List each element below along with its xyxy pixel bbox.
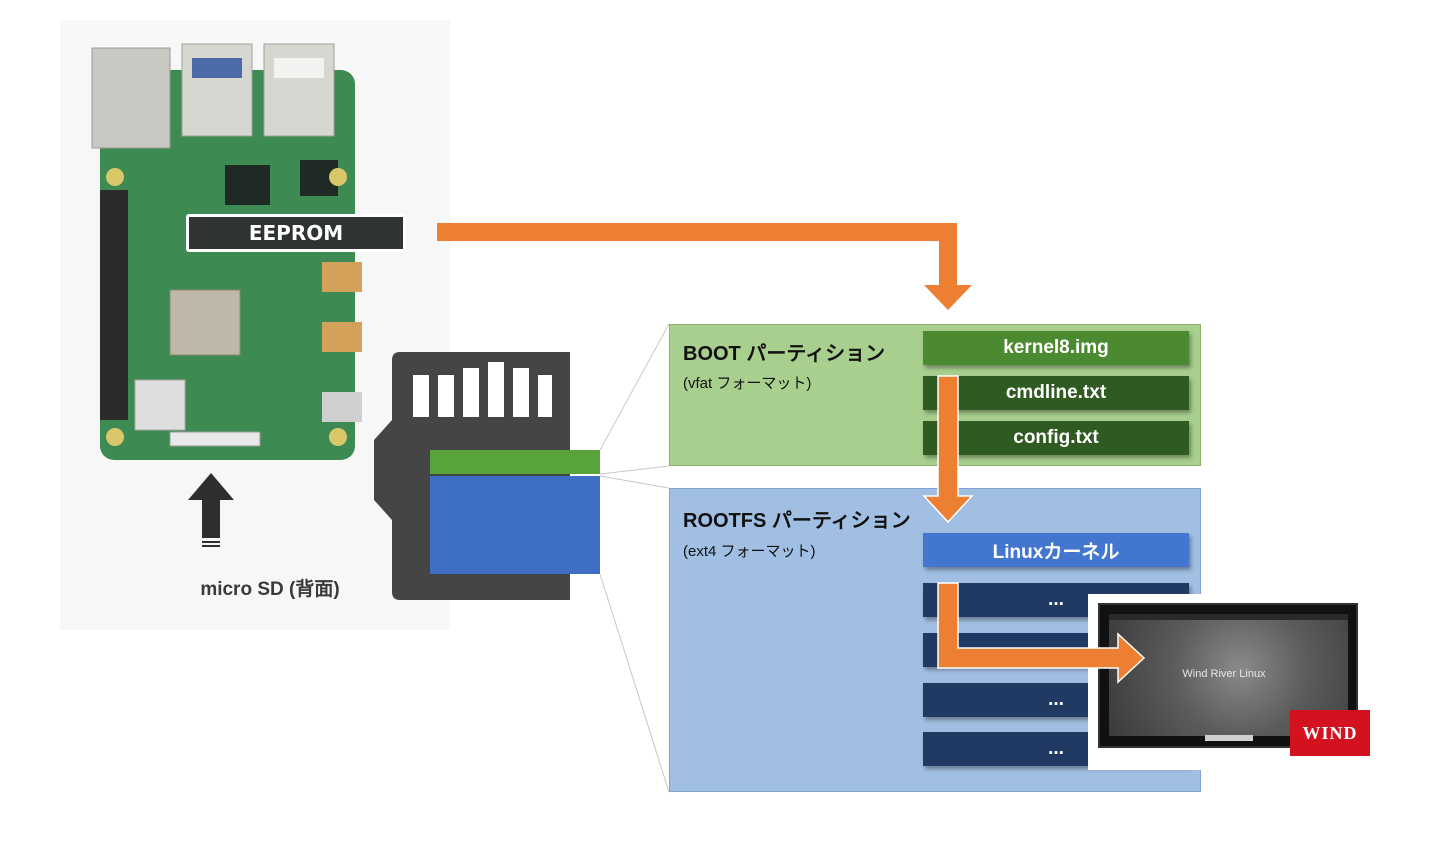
- boot-partition-title: BOOT パーティション: [683, 343, 886, 365]
- raspberry-pi-board: [100, 70, 355, 460]
- ethernet-port: [91, 47, 171, 149]
- zoom-lines: [599, 323, 670, 793]
- hdmi-port-2: [322, 322, 362, 352]
- sd-boot-segment: [430, 450, 600, 474]
- wind-river-logo: WIND: [1290, 710, 1370, 756]
- display-caption: Wind River Linux: [1182, 668, 1266, 680]
- boot-file-cmdline: cmdline.txt: [923, 376, 1189, 410]
- rootfs-partition-subtitle: (ext4 フォーマット): [683, 543, 816, 560]
- eeprom-to-boot-arrow: [437, 223, 972, 310]
- usb-port-2: [263, 43, 335, 137]
- micro-sd-caption: micro SD (背面): [200, 579, 340, 600]
- microsd-card-icon: [374, 352, 600, 600]
- screen-top-bar: [1109, 614, 1348, 620]
- up-arrow: [188, 473, 234, 547]
- usb-port-1: [181, 43, 253, 137]
- boot-file-kernel8: kernel8.img: [923, 331, 1189, 365]
- rootfs-linux-kernel: Linuxカーネル: [923, 533, 1189, 567]
- usbc-port: [322, 392, 362, 422]
- hdmi-port-1: [322, 262, 362, 292]
- boot-partition-subtitle: (vfat フォーマット): [683, 375, 812, 392]
- soc-chip: [169, 289, 241, 356]
- ram-chip: [134, 379, 186, 431]
- rootfs-partition-title: ROOTFS パーティション: [683, 510, 911, 532]
- screen-taskbar: [1205, 735, 1253, 741]
- eeprom-label: EEPROM: [186, 214, 406, 252]
- boot-file-config: config.txt: [923, 421, 1189, 455]
- gpio-header: [100, 190, 128, 420]
- sd-rootfs-segment: [430, 476, 600, 574]
